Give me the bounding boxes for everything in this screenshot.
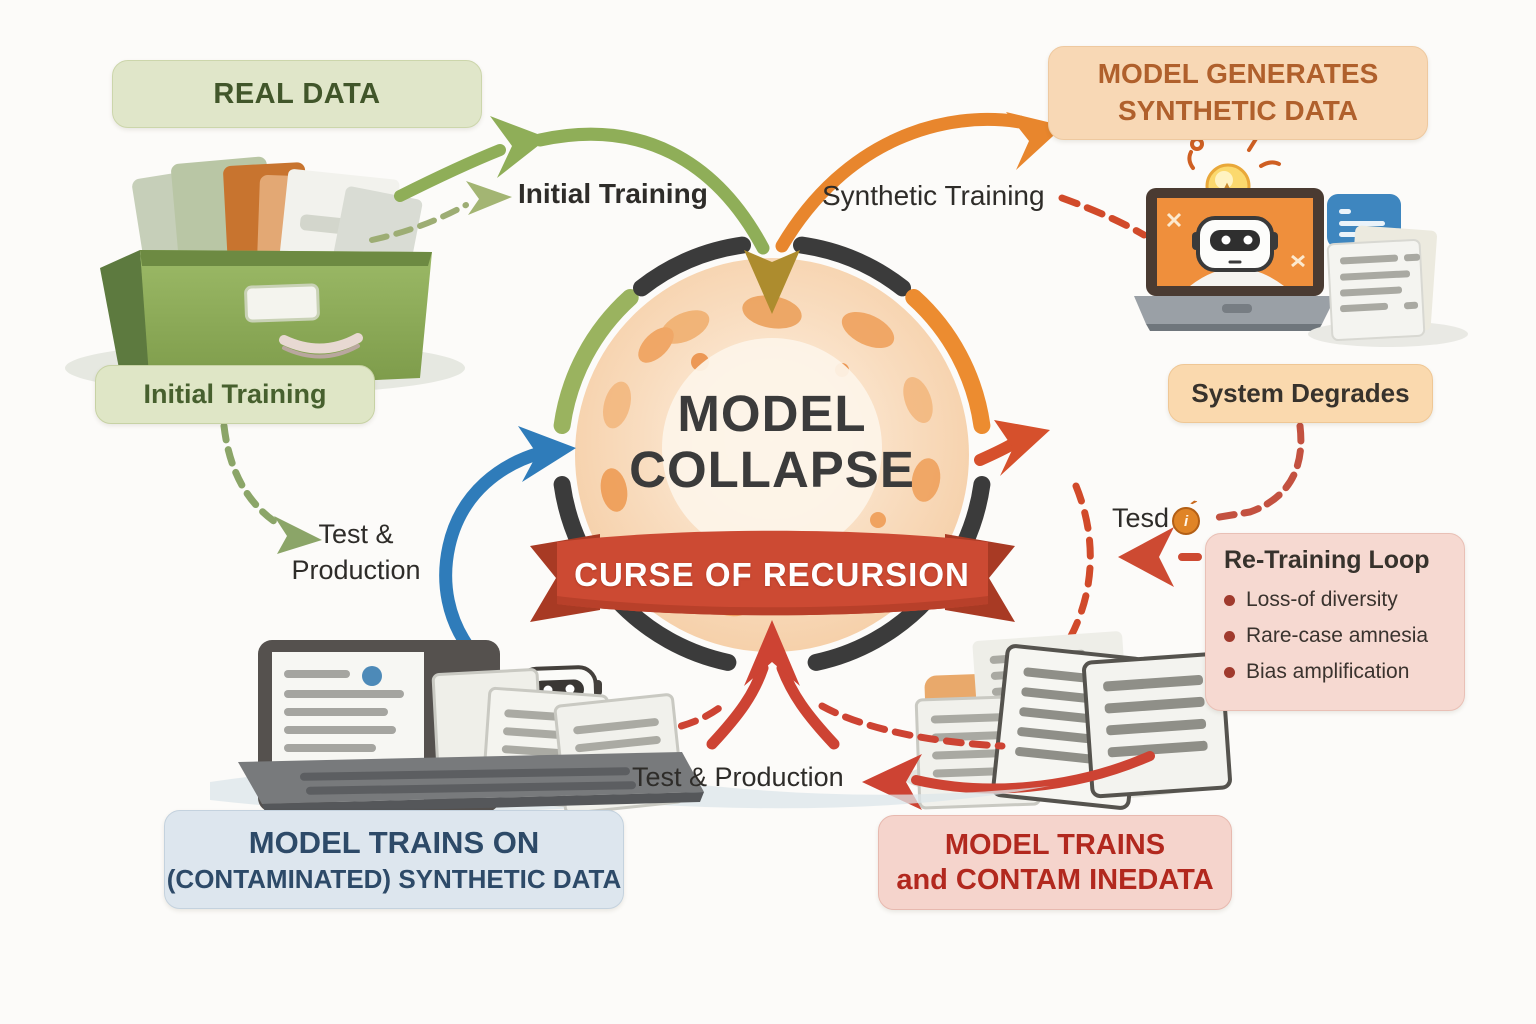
red-dashed-bottom-right — [818, 702, 1006, 750]
laptop-robot-icon — [1134, 188, 1336, 331]
initial-training-box: Initial Training — [95, 365, 375, 424]
ribbon-banner — [530, 530, 1015, 622]
initial-training-edge-label: Initial Training — [518, 178, 708, 209]
synthetic-training-edge-label: Synthetic Training — [822, 180, 1045, 211]
retraining-loop-box: Re-Training Loop Loss-of diversity Rare-… — [1205, 533, 1465, 711]
model-trains-synthetic-line2: (CONTAMINATED) SYNTHETIC DATA — [166, 863, 622, 894]
green-initial-training-arrow — [394, 116, 770, 255]
orange-synthetic-arrow — [775, 112, 1064, 253]
model-generates-line1: MODEL GENERATES — [1097, 58, 1379, 90]
retraining-bullet: Loss-of diversity — [1224, 582, 1398, 618]
bottom-entry-arrows — [706, 620, 840, 750]
model-generates-line2: SYNTHETIC DATA — [1117, 95, 1359, 126]
real-data-label: REAL DATA — [213, 77, 381, 110]
curse-of-recursion-banner: CURSE OF RECURSION — [574, 556, 970, 593]
bullet-dot — [1224, 666, 1235, 678]
laptop-documents-icon — [210, 640, 1050, 815]
real-data-box: REAL DATA — [112, 60, 482, 128]
retraining-bullet: Rare-case amnesia — [1224, 618, 1428, 654]
green-dashed-test-arrow — [220, 422, 322, 554]
bullet-dot — [1224, 594, 1235, 606]
test-production-bottom-label: Test & Production — [632, 762, 844, 792]
model-trains-synthetic-box: MODEL TRAINS ON (CONTAMINATED) SYNTHETIC… — [164, 810, 624, 909]
green-dashed-arrow — [369, 181, 512, 243]
circle-exit-arrow — [974, 420, 1094, 670]
documents-stack-icon — [904, 631, 1232, 810]
bullet-dot — [1224, 630, 1235, 642]
model-trains-contaminated-line2: and CONTAM INEDATA — [896, 863, 1214, 896]
info-icon: i ´ — [1172, 496, 1201, 535]
test-production-left-label: Test & Production — [291, 519, 421, 586]
model-trains-contaminated-line1: MODEL TRAINS — [944, 828, 1166, 861]
tesd-label: Tesd i ´ — [1112, 496, 1201, 535]
model-generates-box: MODEL GENERATES SYNTHETIC DATA — [1048, 46, 1428, 140]
model-collapse-title: MODEL COLLAPSE — [629, 385, 915, 499]
system-degrades-box: System Degrades — [1168, 364, 1433, 423]
retraining-loop-title: Re-Training Loop — [1224, 546, 1430, 574]
retraining-bullet: Bias amplification — [1224, 654, 1409, 690]
model-trains-contaminated-box: MODEL TRAINS and CONTAM INEDATA — [878, 815, 1232, 910]
file-crate-icon — [65, 156, 465, 394]
initial-training-label: Initial Training — [143, 379, 327, 409]
documents-icon-right-top — [1308, 225, 1468, 347]
model-trains-synthetic-line1: MODEL TRAINS ON — [248, 824, 540, 860]
system-degrades-label: System Degrades — [1191, 378, 1410, 408]
system-degrades-connector — [1210, 422, 1305, 522]
top-entry-arrow — [744, 250, 800, 314]
red-dashed-connector-top — [1058, 194, 1148, 239]
